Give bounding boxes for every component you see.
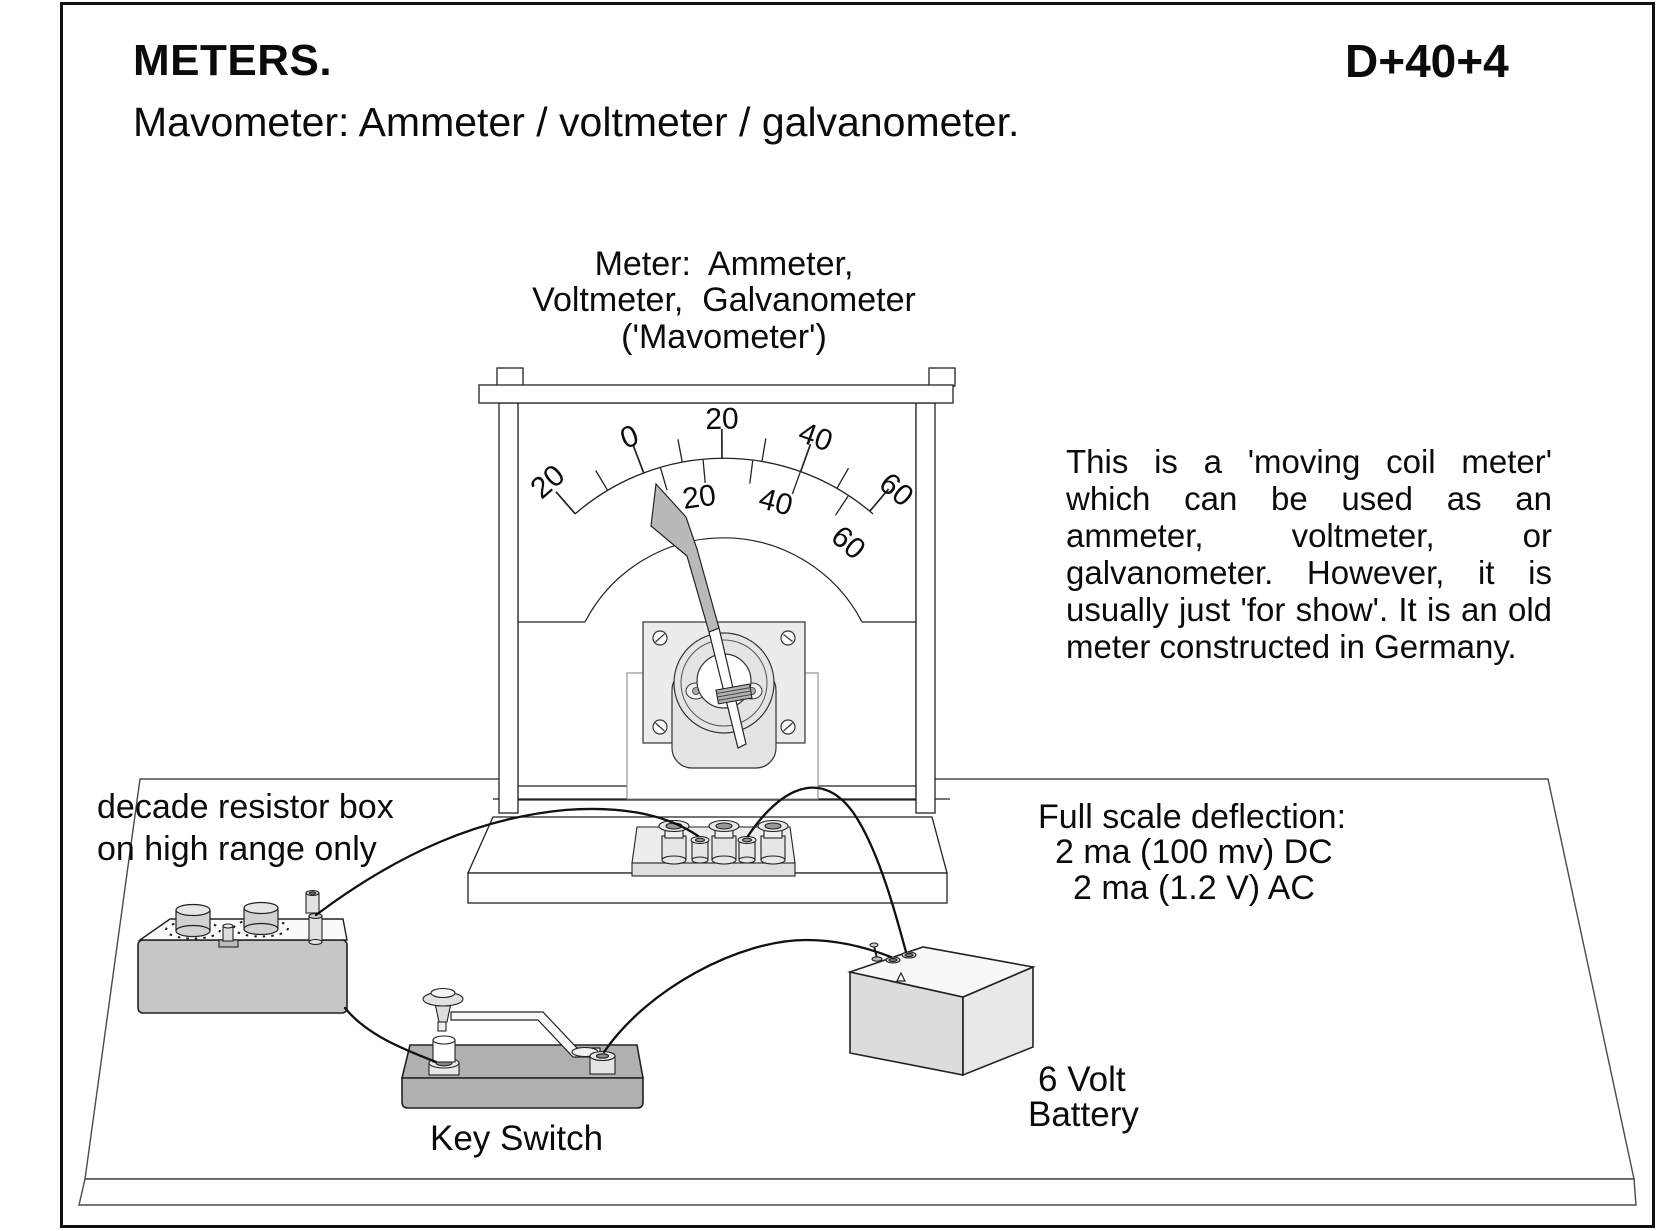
wire-decade-to-key [343,1006,438,1064]
description-paragraph: This is a 'moving coil meter' which can … [1066,443,1552,665]
battery [847,942,1036,1077]
stand-tab-left [496,367,524,387]
decade-label-line2: on high range only [97,830,377,869]
meter-caption-line2: Voltmeter, Galvanometer [532,281,916,320]
stand-post-right [915,402,936,814]
page-border [60,2,1655,1228]
key-terminal-right [589,1050,616,1075]
wire-decade-to-meter [314,807,700,917]
full-scale-line2: 2 ma (100 mv) DC [1055,833,1333,872]
terminal-block [631,819,796,877]
decade-resistor-label: decade resistor box on high range only [97,786,394,870]
stand-post-left [498,402,519,814]
key-button [422,987,464,1032]
stand-crossbar [478,384,954,404]
scale-outer-20: 20 [705,403,739,437]
key-switch-label: Key Switch [430,1119,604,1158]
meter-caption: Meter: Ammeter, Voltmeter, Galvanometer … [498,245,950,356]
battery-label: 6 Volt Battery [1028,1062,1139,1132]
decade-resistor-box [137,889,348,1014]
wire-meter-to-battery [746,786,908,954]
decade-toggle [218,923,239,948]
key-terminal-left [428,1035,460,1076]
meter-caption-line1: Meter: Ammeter, [594,245,854,283]
needle-pointer [650,482,720,633]
plate-screws [652,630,796,735]
meter-caption-line3: ('Mavometer') [621,317,827,356]
decade-label-line1: decade resistor box [97,788,394,826]
wires [314,786,908,1064]
full-scale-note: Full scale deflection: 2 ma (100 mv) DC … [1038,798,1347,907]
battery-label-line2: Battery [1028,1095,1139,1134]
meter-stand [478,367,956,814]
page-title: METERS. [133,36,333,85]
page-subtitle: Mavometer: Ammeter / voltmeter / galvano… [133,99,1020,145]
mavometer: 20 0 20 40 60 20 40 60 [466,367,956,904]
catalog-code: D+40+4 [1345,35,1509,87]
full-scale-line3: 2 ma (1.2 V) AC [1073,868,1315,907]
battery-label-line1: 6 Volt [1038,1060,1126,1099]
stand-tab-right [928,367,956,387]
meter-movement [626,621,819,800]
meter-scale-ticks [555,428,890,516]
binding-post-large [658,819,789,865]
wire-key-to-battery [602,938,893,1054]
full-scale-line1: Full scale deflection: [1038,798,1347,836]
key-switch [400,987,644,1109]
coil-bar [715,683,753,705]
meter-scale-arc [574,457,874,515]
decade-knob [233,901,289,938]
battery-terminals [869,942,917,982]
decade-knob [165,903,221,940]
scale-inner-20: 20 [680,479,718,516]
